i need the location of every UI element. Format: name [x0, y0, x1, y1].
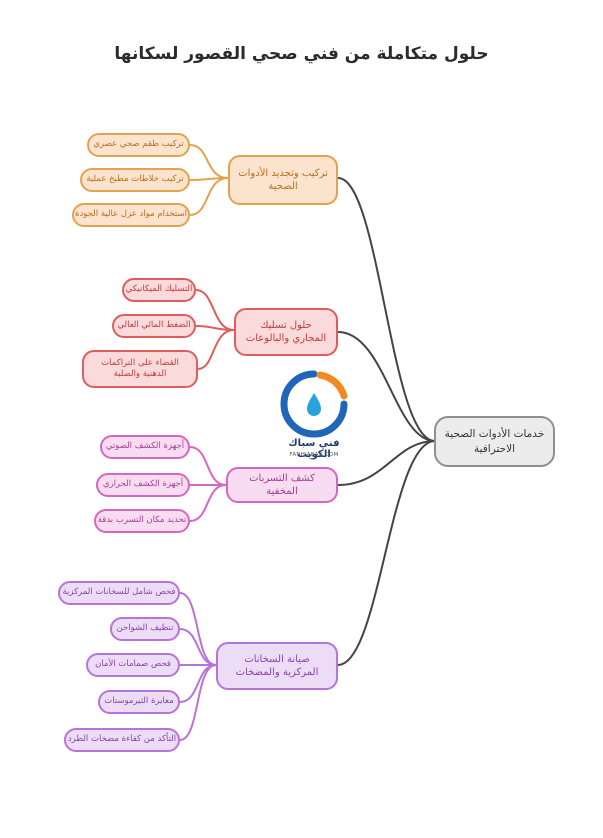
branch-node-heater-maintenance: صيانة السخانات المركزية والمضخات	[216, 642, 338, 690]
branch-node-leak-detection: كشف التسربات المخفية	[226, 467, 338, 503]
leaf-node: الضغط المائي العالي	[112, 314, 196, 338]
leaf-node: تركيب طقم صحي عصري	[87, 133, 190, 157]
link-b2-leaf-1	[195, 289, 235, 331]
link-b4-leaf-5	[179, 664, 217, 741]
diagram-title: حلول متكاملة من فني صحي القصور لسكانها	[114, 44, 489, 64]
link-root-branch-4	[337, 440, 436, 666]
leaf-node: فحص شامل للسخانات المركزية	[58, 581, 180, 605]
link-b1-leaf-3	[189, 177, 229, 216]
root-node: خدمات الأدوات الصحية الاحترافية	[434, 416, 555, 467]
leaf-node: التسليك الميكانيكي	[122, 278, 196, 302]
leaf-node: تنظيف الشواحن	[110, 617, 180, 641]
link-b4-leaf-1	[179, 592, 217, 666]
link-b3-leaf-3	[189, 484, 227, 522]
leaf-node: تركيب خلاطات مطبخ عملية	[80, 168, 190, 192]
branch-node-drain-cleaning: حلول تسليك المجاري والبالوعات	[234, 308, 338, 356]
link-root-branch-2	[337, 331, 436, 442]
branch-node-installation: تركيب وتجديد الأدوات الصحية	[228, 155, 338, 205]
link-b4-leaf-2	[179, 628, 217, 666]
leaf-node: التأكد من كفاءة مضخات الطرد	[64, 728, 180, 752]
link-b1-leaf-1	[189, 144, 229, 179]
leaf-node: القضاء على التراكمات الدهنية والصلبة	[82, 350, 198, 388]
link-root-branch-3	[337, 440, 436, 486]
leaf-node: أجهزة الكشف الحراري	[96, 473, 190, 497]
link-root-branch-1	[337, 177, 436, 442]
water-drop-logo-icon	[280, 370, 348, 438]
leaf-node: استخدام مواد عزل عالية الجودة	[72, 203, 190, 227]
leaf-node: تحديد مكان التسرب بدقة	[94, 509, 190, 533]
link-b3-leaf-1	[189, 446, 227, 486]
link-b2-leaf-3	[197, 329, 235, 370]
leaf-node: فحص صمامات الأمان	[86, 653, 180, 677]
logo-website: FANISABAK.COM	[289, 452, 339, 458]
leaf-node: معايرة الثيرموستات	[98, 690, 180, 714]
logo-brand-name: فني سباك الكويت	[288, 438, 340, 460]
leaf-node: أجهزة الكشف الصوتي	[100, 435, 190, 459]
